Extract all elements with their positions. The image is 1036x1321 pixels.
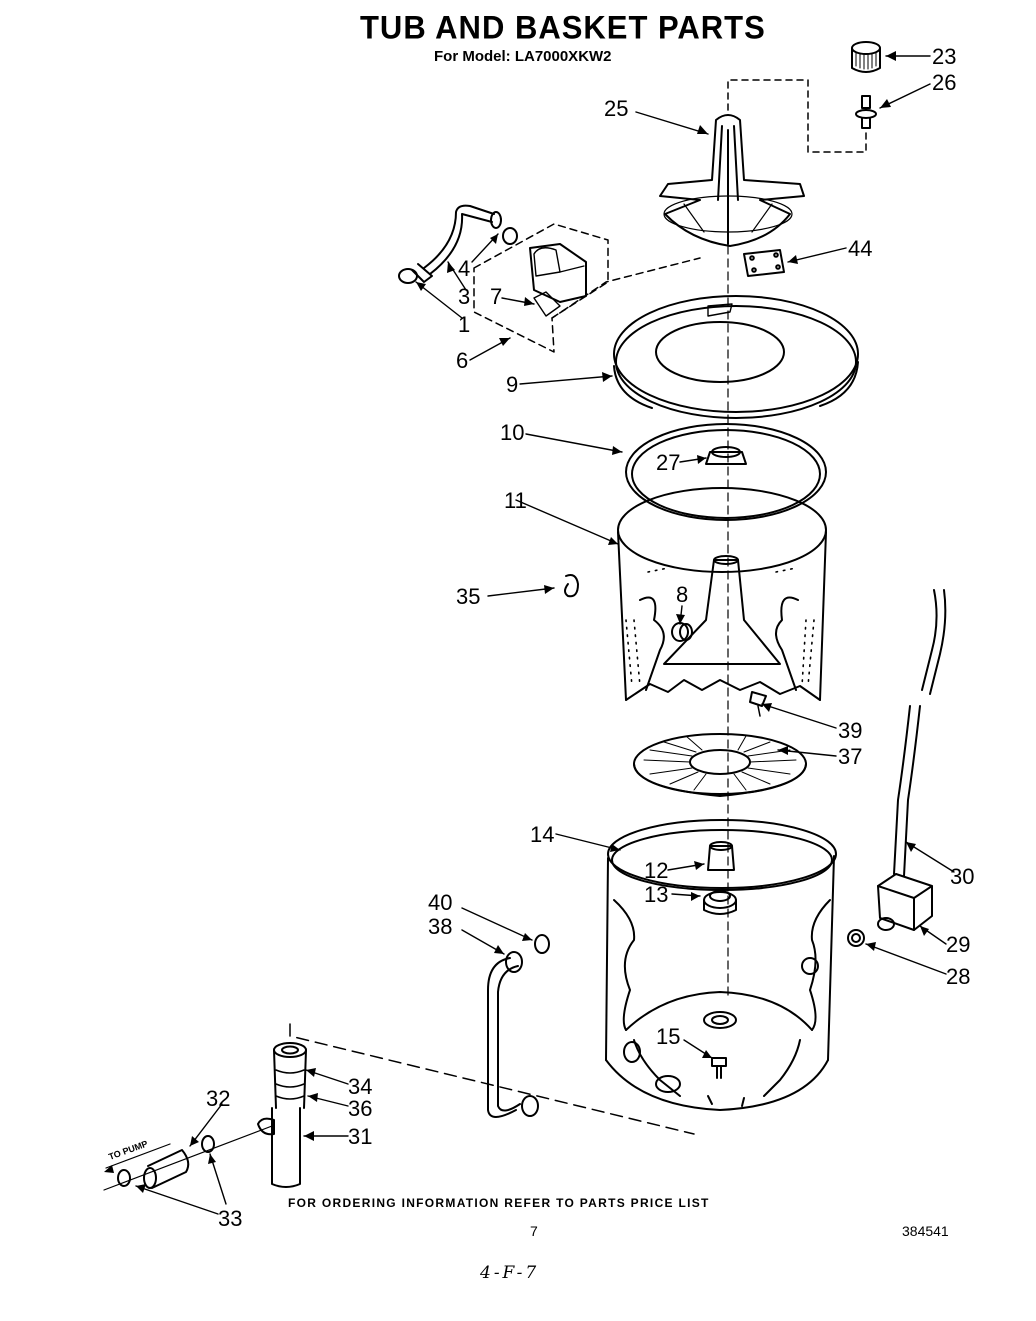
part-44-pad	[743, 249, 785, 277]
part-28-grommet	[847, 929, 865, 947]
callout-8: 8	[676, 582, 688, 607]
callout-3: 3	[458, 284, 470, 309]
callout-31: 31	[348, 1124, 372, 1149]
connector-drain-dashed	[289, 1023, 695, 1135]
part-10-seal-ring	[625, 423, 827, 521]
callout-7: 7	[490, 284, 502, 309]
callout-32: 32	[206, 1086, 230, 1111]
part-8-plug	[671, 622, 693, 642]
callout-1: 1	[458, 312, 470, 337]
document-number: 384541	[902, 1223, 949, 1239]
part-29-air-dome	[877, 873, 933, 931]
callout-15: 15	[656, 1024, 680, 1049]
callout-44: 44	[848, 236, 872, 261]
model-line: For Model: LA7000XKW2	[434, 48, 612, 65]
callout-26: 26	[932, 70, 956, 95]
part-7-valve	[529, 243, 587, 317]
part-39-screw	[749, 691, 767, 717]
handwritten-note: 4-F-7	[480, 1263, 540, 1283]
callout-34: 34	[348, 1074, 372, 1099]
ordering-note: FOR ORDERING INFORMATION REFER TO PARTS …	[288, 1196, 710, 1210]
callout-6: 6	[456, 348, 468, 373]
part-14-tub	[605, 819, 837, 1111]
leader-lines	[135, 55, 955, 1215]
part-32-coupler	[103, 1125, 273, 1191]
part-25-agitator	[659, 114, 805, 247]
part-23-cap	[851, 41, 881, 73]
callout-23: 23	[932, 44, 956, 69]
callout-33: 33	[218, 1206, 242, 1231]
arrowheads[interactable]	[104, 51, 929, 1193]
part-6-bracket-dashed	[473, 223, 701, 353]
callout-4: 4	[458, 256, 470, 281]
part-9-tub-ring	[613, 295, 859, 419]
callout-27: 27	[656, 450, 680, 475]
part-30-air-hose	[893, 589, 947, 877]
part-drain-hose	[487, 934, 550, 1118]
callout-36: 36	[348, 1096, 372, 1121]
callout-39: 39	[838, 718, 862, 743]
page-title: TUB AND BASKET PARTS	[360, 9, 766, 46]
page-number: 7	[530, 1223, 538, 1239]
callout-14: 14	[530, 822, 554, 847]
callout-13: 13	[644, 882, 668, 907]
part-11-basket	[617, 487, 827, 701]
callout-9: 9	[506, 372, 518, 397]
callout-11: 11	[504, 488, 527, 513]
part-inlet-hose	[398, 204, 518, 284]
to-pump-arrow	[105, 1143, 171, 1169]
part-27-nut	[705, 446, 747, 465]
callout-numbers: 23 26 25 44 4 3 7 1 6 9 10 27 11 35 8 39…	[107, 44, 974, 1231]
part-12-clamp	[707, 841, 735, 871]
part-35-clip	[564, 574, 579, 598]
callout-35: 35	[456, 584, 480, 609]
callout-38: 38	[428, 914, 452, 939]
callout-25: 25	[604, 96, 628, 121]
connector-cap-dashed	[727, 79, 867, 153]
part-37-hub	[633, 733, 807, 797]
callout-40: 40	[428, 890, 452, 915]
callout-12: 12	[644, 858, 668, 883]
part-26-stud	[855, 95, 877, 129]
callout-37: 37	[838, 744, 862, 769]
part-15-bolt	[711, 1057, 727, 1079]
callout-29: 29	[946, 932, 970, 957]
callout-28: 28	[946, 964, 970, 989]
to-pump-label: TO PUMP	[107, 1139, 149, 1162]
part-31-standpipe	[257, 1042, 307, 1188]
callout-10: 10	[500, 420, 524, 445]
part-13-seal	[703, 890, 737, 915]
callout-30: 30	[950, 864, 974, 889]
